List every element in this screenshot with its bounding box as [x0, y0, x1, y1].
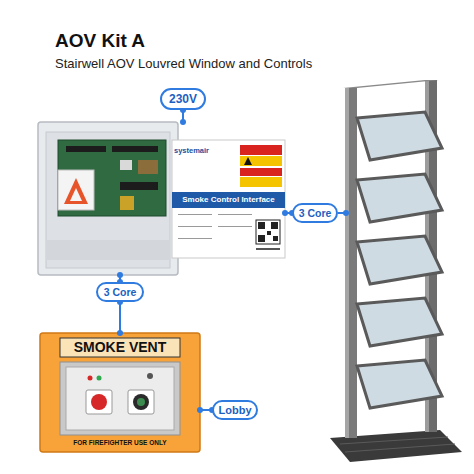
node-heading: SMOKE VENT — [60, 338, 180, 357]
subtitle-label: Stairwell AOV Louvred Window and Control… — [55, 56, 312, 71]
call-point-body — [86, 390, 112, 414]
interface-card — [256, 220, 280, 244]
interface-card — [258, 235, 265, 242]
panel-enclosure — [120, 182, 158, 190]
interface-card — [267, 231, 271, 235]
interface-card — [218, 226, 252, 227]
louvre-window — [343, 80, 439, 88]
diagram-title: AOV Kit A — [55, 30, 145, 52]
louvre-window — [357, 236, 442, 284]
node-text: FOR FIREFIGHTER USE ONLY — [40, 438, 200, 448]
call-point-body — [88, 376, 93, 381]
cable-line — [285, 212, 292, 214]
cable-end-dot — [197, 407, 203, 413]
window-wire — [338, 210, 349, 216]
call-point-body — [40, 333, 200, 452]
interface-card — [273, 236, 278, 241]
louvre-window — [345, 88, 357, 438]
node-text: Smoke Control Interface — [172, 192, 285, 208]
call-point-body — [128, 390, 154, 414]
cable-end-dot — [117, 272, 123, 278]
panel-enclosure — [138, 160, 158, 174]
power-callout: 230V — [160, 88, 206, 110]
louvre-window — [330, 80, 462, 462]
interface-card — [271, 222, 278, 229]
cable-line — [119, 275, 121, 282]
cable-end-dot — [117, 330, 123, 336]
panel-enclosure — [38, 122, 178, 275]
louvre-window — [357, 174, 442, 222]
smoke-vent-call-point: SMOKE VENT FOR FIREFIGHTER USE ONLY — [40, 333, 200, 452]
cable-callout: 3 Core — [96, 282, 144, 302]
panel-enclosure — [46, 132, 170, 268]
panel-enclosure — [120, 160, 132, 170]
louvre-window — [340, 437, 448, 444]
interface-card — [240, 168, 282, 176]
call-point-body — [133, 394, 149, 410]
interface-card — [178, 238, 212, 239]
cable-line — [182, 110, 184, 122]
cable-end-dot — [282, 210, 288, 216]
interface-card — [172, 192, 285, 208]
panel-enclosure — [58, 140, 166, 216]
call-point-body — [66, 367, 174, 430]
interface-card — [172, 140, 285, 258]
interface-card — [218, 214, 252, 215]
interface-card — [244, 157, 252, 165]
panel-enclosure — [112, 146, 158, 152]
interface-card — [178, 226, 212, 227]
window-wire — [343, 210, 349, 216]
interface-card — [178, 214, 212, 215]
panel-enclosure — [58, 170, 94, 210]
control-panel: systemairSmoke Control Interface — [38, 122, 285, 275]
louvre-window — [357, 112, 442, 160]
call-point-body — [40, 333, 200, 452]
panel-enclosure — [46, 240, 170, 260]
interface-card — [240, 177, 282, 187]
panel-enclosure — [66, 146, 106, 152]
call-point-body — [97, 376, 102, 381]
panel-enclosure — [120, 196, 134, 210]
interface-card — [240, 145, 282, 155]
interface-card — [256, 248, 280, 250]
call-point-body — [147, 373, 153, 379]
callout-text: 3 Core — [104, 287, 137, 298]
panel-enclosure — [70, 188, 82, 201]
callout-text: 230V — [169, 93, 197, 105]
call-point-body — [60, 338, 180, 357]
call-point-body — [91, 394, 107, 410]
callout-text: Lobby — [219, 405, 252, 416]
panel-enclosure — [38, 122, 178, 275]
interface-card — [240, 156, 282, 166]
call-point-body — [60, 362, 180, 435]
cable-callout: 3 Core — [292, 203, 338, 223]
call-point-body — [137, 398, 145, 406]
cable-line — [119, 302, 121, 333]
node-heading: systemair — [174, 146, 209, 155]
louvre-window — [345, 88, 349, 438]
location-callout: Lobby — [212, 400, 258, 420]
louvre-window — [345, 444, 455, 452]
louvre-window — [357, 298, 442, 346]
cable-line — [200, 409, 212, 411]
interface-card — [258, 222, 265, 229]
cable-end-dot — [180, 119, 186, 125]
louvre-window — [357, 360, 442, 408]
callout-text: 3 Core — [299, 208, 332, 219]
panel-enclosure — [64, 178, 88, 204]
interface-card — [172, 140, 285, 258]
